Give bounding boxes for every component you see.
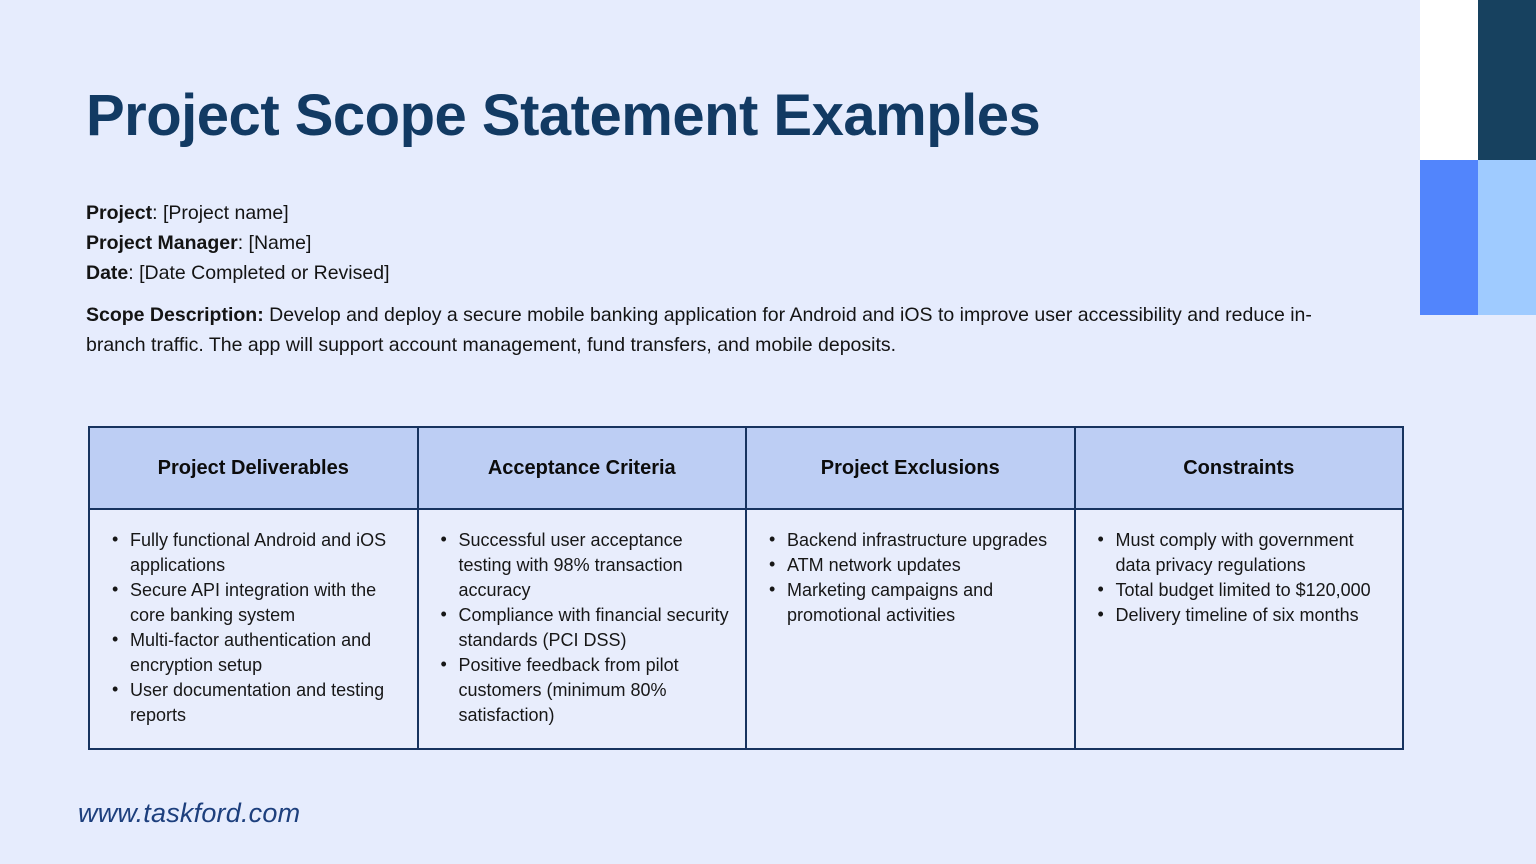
deco-blue-block <box>1420 160 1478 315</box>
deco-light-blue-block <box>1478 160 1536 315</box>
list-item: Must comply with government data privacy… <box>1090 527 1389 578</box>
list-item: Fully functional Android and iOS applica… <box>104 527 403 578</box>
list-item: Total budget limited to $120,000 <box>1090 577 1389 603</box>
decorative-color-blocks <box>1420 0 1536 315</box>
table-body: Fully functional Android and iOS applica… <box>88 508 1404 750</box>
list-item: ATM network updates <box>761 552 1060 578</box>
scope-description-text: Develop and deploy a secure mobile banki… <box>86 304 1312 356</box>
project-metadata: Project: [Project name] Project Manager:… <box>86 198 389 288</box>
scope-table: Project Deliverables Acceptance Criteria… <box>88 426 1404 750</box>
meta-row-manager: Project Manager: [Name] <box>86 228 389 258</box>
column-header-project-deliverables: Project Deliverables <box>88 426 419 510</box>
list-item: Backend infrastructure upgrades <box>761 527 1060 553</box>
list-item: Marketing campaigns and promotional acti… <box>761 577 1060 628</box>
meta-row-date: Date: [Date Completed or Revised] <box>86 258 389 288</box>
project-manager-label: Project Manager <box>86 232 238 254</box>
scope-description-label: Scope Description: <box>86 304 264 326</box>
list-item: Successful user acceptance testing with … <box>433 527 732 603</box>
project-value: : [Project name] <box>152 202 289 224</box>
table-row: Fully functional Android and iOS applica… <box>88 508 1404 750</box>
page-title: Project Scope Statement Examples <box>86 83 1041 148</box>
list-item: Delivery timeline of six months <box>1090 602 1389 628</box>
table-header-row-group: Project Deliverables Acceptance Criteria… <box>88 426 1404 510</box>
cell-project-deliverables: Fully functional Android and iOS applica… <box>88 508 419 750</box>
column-header-acceptance-criteria: Acceptance Criteria <box>416 426 747 510</box>
cell-constraints: Must comply with government data privacy… <box>1073 508 1404 750</box>
column-header-project-exclusions: Project Exclusions <box>745 426 1076 510</box>
list-item: User documentation and testing reports <box>104 677 403 728</box>
column-header-constraints: Constraints <box>1073 426 1404 510</box>
list-item: Secure API integration with the core ban… <box>104 577 403 628</box>
cell-project-exclusions: Backend infrastructure upgrades ATM netw… <box>745 508 1076 750</box>
date-value: : [Date Completed or Revised] <box>128 262 390 284</box>
scope-description: Scope Description: Develop and deploy a … <box>86 300 1316 360</box>
table-header-row: Project Deliverables Acceptance Criteria… <box>88 426 1404 510</box>
date-label: Date <box>86 262 129 284</box>
list-item: Compliance with financial security stand… <box>433 602 732 653</box>
list-item: Multi-factor authentication and encrypti… <box>104 627 403 678</box>
cell-acceptance-criteria: Successful user acceptance testing with … <box>416 508 747 750</box>
deco-navy-block <box>1478 0 1536 160</box>
deco-white-block <box>1420 0 1478 160</box>
project-manager-value: : [Name] <box>237 232 312 254</box>
list-item: Positive feedback from pilot customers (… <box>433 652 732 728</box>
list-acceptance-criteria: Successful user acceptance testing with … <box>433 527 732 728</box>
footer-website-url[interactable]: www.taskford.com <box>78 798 301 828</box>
list-project-exclusions: Backend infrastructure upgrades ATM netw… <box>761 527 1060 628</box>
list-constraints: Must comply with government data privacy… <box>1090 527 1389 628</box>
meta-row-project: Project: [Project name] <box>86 198 389 228</box>
project-label: Project <box>86 202 153 224</box>
list-project-deliverables: Fully functional Android and iOS applica… <box>104 527 403 728</box>
